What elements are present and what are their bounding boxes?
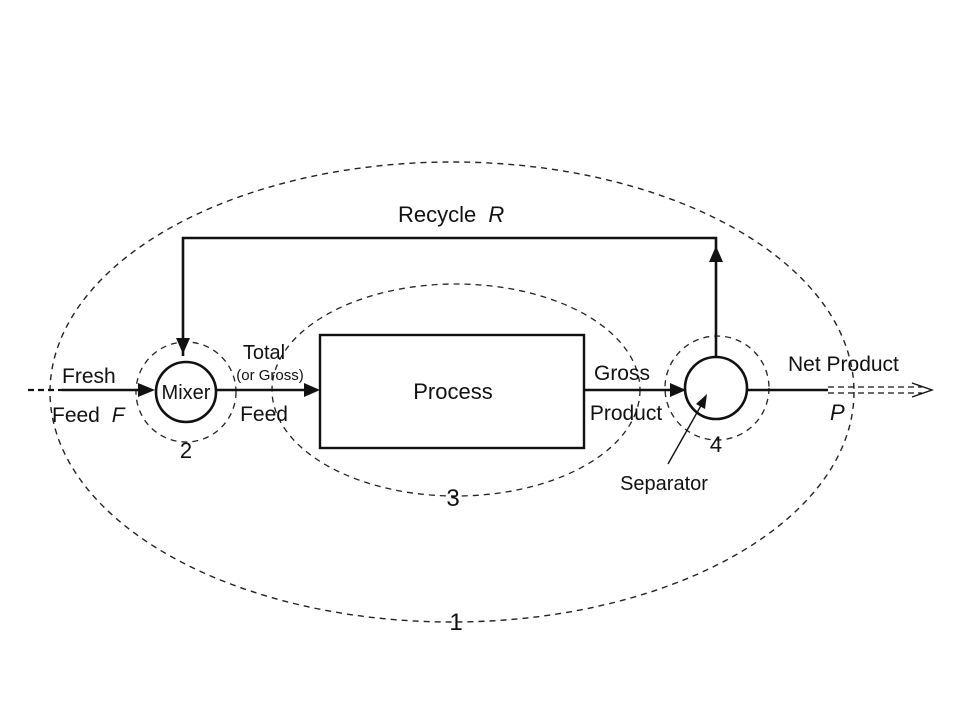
fresh-feed-arrowhead <box>138 383 155 397</box>
separator-label: Separator <box>620 473 708 495</box>
recycle-stream-line <box>181 236 718 358</box>
recycle-up-arrowhead <box>709 246 723 262</box>
mixer-node <box>154 360 218 424</box>
recycle-down-arrowhead <box>176 338 190 354</box>
recycle-label: Recycle R <box>398 202 504 227</box>
total-feed-label-line3: Feed <box>240 403 288 426</box>
gross-product-label-line2: Product <box>590 402 663 425</box>
fresh-feed-label-line1: Fresh <box>62 365 116 388</box>
mixer-label: Mixer <box>162 382 211 404</box>
boundary-1-label: 1 <box>449 609 462 636</box>
fresh-feed-label-line2: Feed F <box>52 404 126 427</box>
separator-pointer-line <box>667 401 704 465</box>
boundary-2-label: 2 <box>180 438 192 463</box>
total-feed-label-line2: (or Gross) <box>236 367 304 384</box>
gross-product-arrowhead <box>670 383 686 397</box>
total-feed-label-line1: Total <box>243 342 285 364</box>
net-product-arrowhead <box>911 382 935 398</box>
process-box <box>318 333 586 450</box>
separator-pointer-arrowhead <box>696 394 707 409</box>
process-label: Process <box>413 379 492 404</box>
total-feed-arrowhead <box>304 383 320 397</box>
gross-product-label-line1: Gross <box>594 362 650 385</box>
net-product-symbol: P <box>830 400 845 425</box>
net-product-label: Net Product <box>788 353 899 376</box>
boundary-1-outline <box>49 161 855 623</box>
separator-node <box>683 355 749 421</box>
boundary-3-label: 3 <box>446 485 459 512</box>
boundary-4-label: 4 <box>710 432 722 457</box>
